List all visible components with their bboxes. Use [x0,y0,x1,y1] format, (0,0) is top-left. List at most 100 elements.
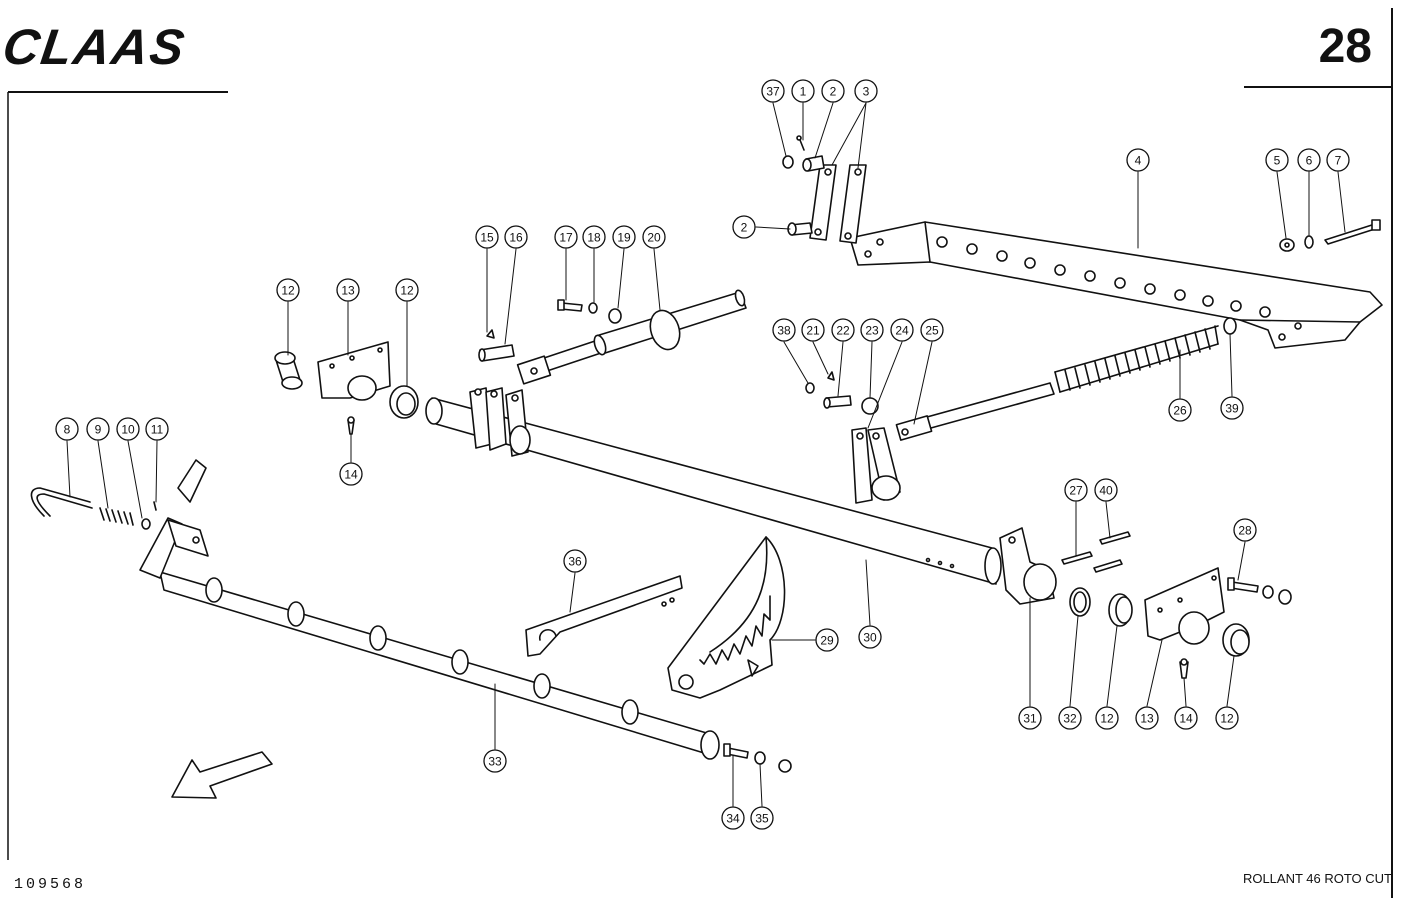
callout-39: 39 [1220,396,1244,420]
callout-22: 22 [831,318,855,342]
svg-text:37: 37 [766,85,780,99]
plate-part-36 [525,575,683,657]
svg-text:14: 14 [344,468,358,482]
callout-10: 10 [116,417,140,441]
svg-text:13: 13 [1140,712,1154,726]
callout-17: 17 [554,225,578,249]
callout-14-right: 14 [1174,706,1198,730]
callout-38: 38 [772,318,796,342]
callout-40: 40 [1094,478,1118,502]
callout-2-left: 2 [732,215,756,239]
svg-text:6: 6 [1306,154,1313,168]
svg-text:34: 34 [726,812,740,826]
main-shaft-part-30 [425,387,1002,585]
svg-text:12: 12 [281,284,295,298]
split-pin-part-15 [486,329,495,339]
callout-6: 6 [1297,148,1321,172]
washer-part-18 [588,302,598,314]
svg-text:4: 4 [1135,154,1142,168]
bushing-part-12-right-a [1108,593,1133,627]
bushing-part-12-left-a [274,351,303,390]
callout-37: 37 [761,79,785,103]
svg-text:1: 1 [800,85,807,99]
washer-nut-part-28 [1262,585,1292,605]
callout-33: 33 [483,749,507,773]
split-pin-part-21 [827,371,835,381]
callout-12-left-b: 12 [395,278,419,302]
svg-text:29: 29 [820,634,834,648]
svg-text:19: 19 [617,231,631,245]
callout-27: 27 [1064,478,1088,502]
pin-part-2-left [787,222,813,236]
svg-text:35: 35 [755,812,769,826]
drawing-number: 109568 [14,876,86,893]
lever-part-24 [851,427,901,504]
svg-text:39: 39 [1225,402,1239,416]
callout-2: 2 [821,79,845,103]
callout-23: 23 [860,318,884,342]
svg-text:2: 2 [830,85,837,99]
page-frame [7,8,1393,898]
comb-shaft-part-33 [139,459,720,760]
spring-rod-part-25 [895,382,1055,441]
ring-part-32 [1069,587,1091,617]
grease-nipple-part-14-left [347,416,355,435]
callout-16: 16 [504,225,528,249]
svg-text:23: 23 [865,324,879,338]
bolt-part-34 [723,743,749,759]
svg-text:9: 9 [95,423,102,437]
bushing-part-12-right-b [1222,623,1250,657]
svg-text:14: 14 [1179,712,1193,726]
pin-part-22 [823,395,852,409]
svg-text:30: 30 [863,631,877,645]
svg-text:3: 3 [863,85,870,99]
svg-text:28: 28 [1238,524,1252,538]
svg-text:25: 25 [925,324,939,338]
bushing-part-23 [861,397,879,415]
svg-text:38: 38 [777,324,791,338]
callout-13-right: 13 [1135,706,1159,730]
svg-text:15: 15 [480,231,494,245]
callout-20: 20 [642,225,666,249]
washer-part-6 [1304,235,1314,249]
svg-text:32: 32 [1063,712,1077,726]
callout-5: 5 [1265,148,1289,172]
link-plates-part-3 [809,164,867,244]
callout-35: 35 [750,806,774,830]
bearing-flange-part-13-right [1144,567,1225,645]
callout-4: 4 [1126,148,1150,172]
callout-9: 9 [86,417,110,441]
nut-part-19 [608,308,622,324]
callout-30: 30 [858,625,882,649]
pin-part-40 [1093,531,1131,573]
bearing-housing-part-31 [999,527,1057,605]
callout-15: 15 [475,225,499,249]
grease-nipple-part-14-right [1179,658,1189,679]
callout-32: 32 [1058,706,1082,730]
washer-part-10 [141,518,151,530]
callout-31: 31 [1018,706,1042,730]
svg-text:16: 16 [509,231,523,245]
spring-part-9 [99,507,134,526]
svg-text:12: 12 [1100,712,1114,726]
svg-text:21: 21 [806,324,820,338]
svg-text:20: 20 [647,231,661,245]
callout-21: 21 [801,318,825,342]
svg-text:33: 33 [488,755,502,769]
svg-text:7: 7 [1335,154,1342,168]
svg-text:24: 24 [895,324,909,338]
svg-text:26: 26 [1173,404,1187,418]
bolt-part-7 [1324,219,1381,245]
svg-text:27: 27 [1069,484,1083,498]
svg-text:8: 8 [64,423,71,437]
compression-spring-part-26 [1054,325,1219,393]
callout-25: 25 [920,318,944,342]
bolt-part-28 [1227,577,1259,593]
callout-24: 24 [890,318,914,342]
svg-text:18: 18 [587,231,601,245]
svg-text:5: 5 [1274,154,1281,168]
callout-12-right-b: 12 [1215,706,1239,730]
svg-text:11: 11 [151,423,164,437]
callout-19: 19 [612,225,636,249]
